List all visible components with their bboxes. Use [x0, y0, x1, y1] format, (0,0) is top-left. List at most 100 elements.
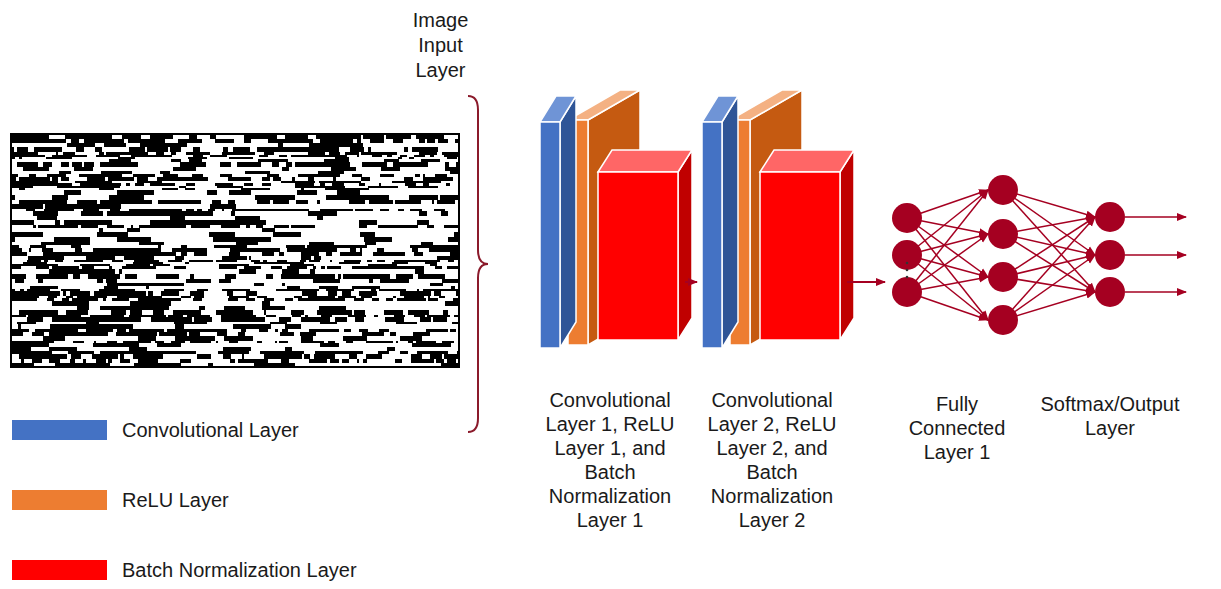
image-pixel [456, 359, 458, 363]
image-pixel [12, 279, 15, 283]
image-pixel [26, 315, 28, 317]
image-pixel [430, 296, 439, 298]
image-pixel [337, 225, 345, 228]
image-pixel [415, 232, 445, 237]
image-pixel [269, 332, 280, 336]
image-pixel [376, 242, 399, 245]
image-pixel [437, 152, 442, 155]
image-pixel [251, 177, 256, 181]
image-pixel [406, 289, 417, 291]
image-pixel [12, 211, 24, 216]
image-pixel [371, 167, 373, 171]
image-pixel [351, 291, 359, 296]
image-pixel [336, 332, 341, 336]
image-pixel [453, 306, 458, 310]
image-pixel [158, 157, 161, 159]
image-pixel [18, 174, 29, 177]
image-pixel [254, 256, 272, 260]
image-pixel [379, 306, 384, 310]
image-pixel [344, 183, 349, 186]
image-pixel [413, 341, 416, 343]
image-pixel [280, 211, 308, 216]
image-pixel [236, 274, 243, 279]
image-pixel [236, 159, 243, 162]
image-pixel [240, 225, 246, 228]
image-pixel [262, 347, 264, 351]
image-pixel [424, 266, 428, 269]
image-pixel [307, 266, 313, 269]
image-pixel [143, 289, 154, 291]
image-pixel [28, 147, 34, 152]
image-pixel [328, 183, 332, 186]
image-pixel [268, 341, 275, 343]
image-pixel [327, 228, 338, 232]
image-pixel [209, 159, 236, 162]
synapse [907, 218, 988, 320]
image-pixel [45, 155, 52, 157]
image-pixel [304, 232, 316, 237]
image-pixel [272, 317, 279, 322]
image-pixel [69, 298, 72, 301]
image-pixel [253, 336, 280, 341]
image-pixel [453, 324, 458, 329]
image-pixel [191, 359, 202, 363]
image-pixel [112, 181, 137, 183]
image-pixel [421, 228, 441, 232]
image-pixel [207, 306, 224, 310]
image-pixel [189, 262, 220, 264]
image-pixel [99, 209, 110, 211]
image-pixel [162, 296, 171, 298]
image-pixel [273, 347, 285, 351]
neuron [892, 203, 922, 233]
image-pixel [279, 174, 287, 177]
image-pixel [325, 183, 328, 186]
image-pixel [368, 306, 379, 310]
image-pixel [37, 298, 47, 301]
neuron [1095, 202, 1125, 232]
image-pixel [286, 152, 289, 155]
image-pixel [357, 186, 368, 188]
image-pixel [314, 200, 317, 204]
image-pixel [441, 291, 448, 296]
image-pixel [154, 162, 162, 167]
image-pixel [395, 177, 404, 181]
image-pixel [42, 190, 51, 195]
image-pixel [109, 301, 130, 306]
image-pixel [377, 291, 379, 296]
image-pixel [75, 336, 93, 341]
image-pixel [290, 157, 306, 159]
image-pixel [77, 347, 88, 351]
image-pixel [70, 216, 99, 220]
image-pixel [53, 248, 64, 252]
image-pixel [414, 324, 439, 329]
image-pixel [283, 143, 309, 147]
image-pixel [236, 188, 241, 190]
image-pixel [382, 155, 387, 157]
image-pixel [354, 283, 380, 286]
image-pixel [208, 289, 216, 291]
image-pixel [338, 264, 368, 266]
image-pixel [178, 237, 197, 242]
image-pixel [281, 204, 306, 209]
image-pixel [334, 242, 365, 245]
image-pixel [441, 143, 458, 147]
image-pixel [422, 354, 430, 359]
image-pixel [207, 248, 215, 252]
neuron [892, 240, 922, 270]
image-pixel [154, 190, 177, 195]
image-pixel [86, 248, 93, 252]
image-pixel [118, 286, 131, 289]
image-pixel [26, 274, 34, 279]
image-pixel [184, 289, 195, 291]
image-pixel [282, 298, 285, 301]
image-pixel [443, 157, 447, 159]
image-pixel [216, 135, 222, 139]
image-pixel [455, 286, 458, 289]
image-pixel [50, 322, 72, 324]
image-pixel [131, 174, 133, 177]
image-pixel [271, 237, 276, 242]
image-pixel [175, 183, 186, 186]
image-pixel [12, 283, 34, 286]
image-pixel [452, 242, 458, 245]
slab-side [722, 96, 738, 348]
